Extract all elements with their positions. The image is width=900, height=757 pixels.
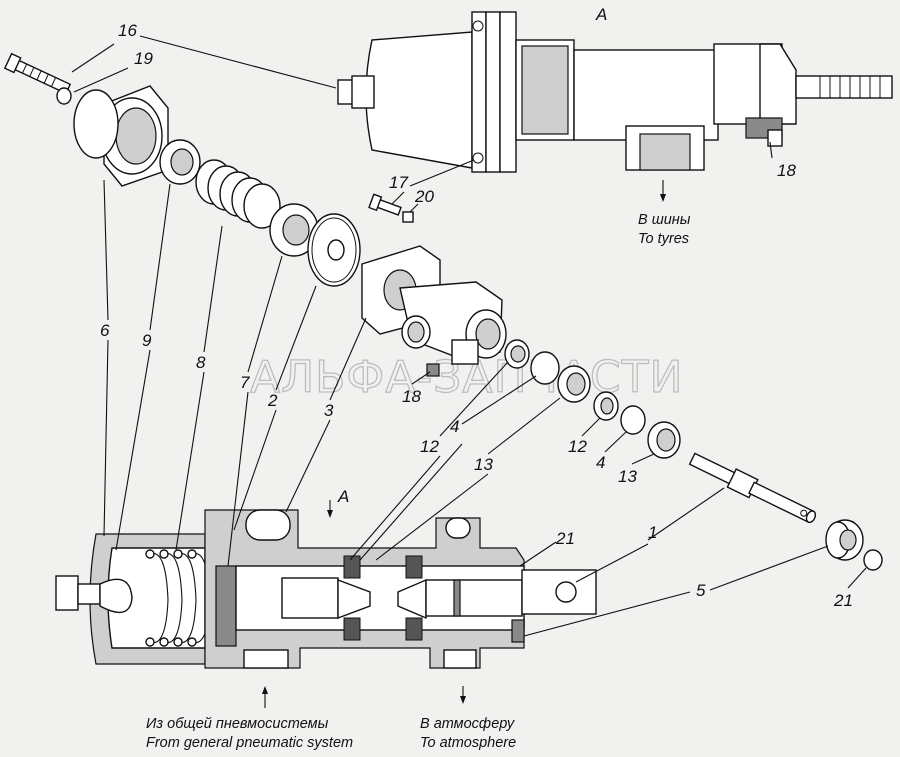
part-diaphragm-2 xyxy=(307,213,361,287)
callout-2: 2 xyxy=(267,391,278,410)
note-supply-ru: Из общей пневмосистемы xyxy=(146,716,329,732)
callout-12-left: 12 xyxy=(420,437,439,456)
callout-5: 5 xyxy=(696,581,706,600)
part-bolt-16 xyxy=(3,52,72,95)
part-nut-20 xyxy=(402,211,414,223)
part-spring-8 xyxy=(195,159,281,229)
part-nut-5 xyxy=(825,519,864,561)
callout-18-top: 18 xyxy=(777,161,796,180)
callout-1: 1 xyxy=(648,523,657,542)
part-cap-6 xyxy=(73,85,169,187)
callout-17: 17 xyxy=(389,173,408,192)
section-arrow-label-a: A xyxy=(337,487,349,506)
callout-20: 20 xyxy=(414,187,434,206)
view-label-a: A xyxy=(595,5,607,24)
callout-numbers: 16 19 17 20 18 18 6 9 8 7 2 3 12 4 13 12… xyxy=(100,5,853,610)
flow-notes: В шины To tyres Из общей пневмосистемы F… xyxy=(146,212,691,751)
callout-21-section: 21 xyxy=(555,529,575,548)
callout-7: 7 xyxy=(240,373,250,392)
callout-21-ring: 21 xyxy=(833,591,853,610)
callout-18-housing: 18 xyxy=(402,387,421,406)
callout-12-right: 12 xyxy=(568,437,587,456)
note-exhaust-en: To atmosphere xyxy=(420,735,516,751)
callout-6: 6 xyxy=(100,321,110,340)
view-a-assembly xyxy=(337,11,893,173)
section-view xyxy=(55,509,597,669)
callout-3: 3 xyxy=(324,401,334,420)
note-tyres-ru: В шины xyxy=(638,212,691,228)
part-bolt-17 xyxy=(368,193,402,216)
callout-8: 8 xyxy=(196,353,206,372)
part-piston-7 xyxy=(269,203,319,257)
leader-lines xyxy=(71,35,867,708)
note-supply-en: From general pneumatic system xyxy=(146,735,353,751)
callout-9: 9 xyxy=(142,331,152,350)
part-seat-9 xyxy=(159,139,201,185)
part-washer-19 xyxy=(56,87,72,105)
callout-19: 19 xyxy=(134,49,153,68)
part-ring-21 xyxy=(863,549,883,571)
callout-4-right: 4 xyxy=(596,453,605,472)
part-rod-1 xyxy=(688,452,817,524)
note-tyres-en: To tyres xyxy=(638,231,689,247)
callout-16: 16 xyxy=(118,21,137,40)
note-exhaust-ru: В атмосферу xyxy=(420,716,515,732)
part-seal-set xyxy=(504,339,681,459)
callout-13-right: 13 xyxy=(618,467,637,486)
callout-4-left: 4 xyxy=(450,417,459,436)
callout-13-left: 13 xyxy=(474,455,493,474)
part-housing-3 xyxy=(361,245,507,377)
